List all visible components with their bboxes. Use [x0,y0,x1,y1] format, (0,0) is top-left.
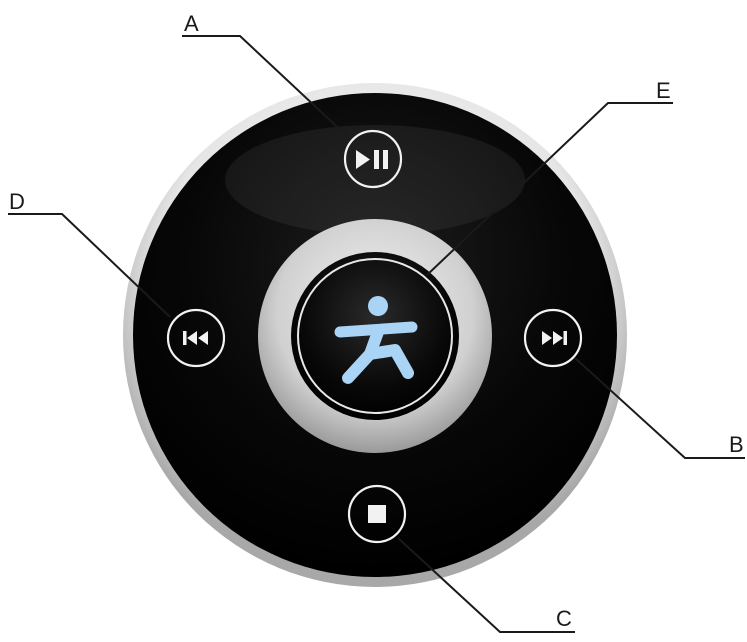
callout-label-b: B [729,432,744,457]
callout-label-e: E [656,78,671,103]
next-button[interactable] [523,308,583,368]
previous-button[interactable] [166,308,226,368]
stop-button[interactable] [347,484,407,544]
callout-label-c: C [556,606,572,631]
play-pause-button[interactable] [343,129,403,189]
callout-label-a: A [184,11,199,36]
callout-label-d: D [9,189,25,214]
center-button[interactable] [258,219,492,453]
